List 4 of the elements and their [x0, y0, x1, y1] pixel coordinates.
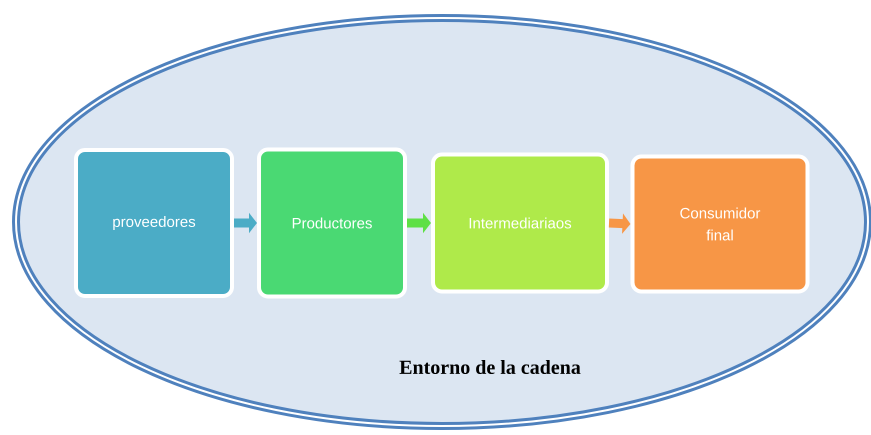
process-box: Productores	[257, 148, 407, 298]
process-box: proveedores	[74, 148, 234, 298]
process-box: Consumidor final	[630, 154, 810, 294]
process-box: Intermediariaos	[431, 152, 609, 294]
